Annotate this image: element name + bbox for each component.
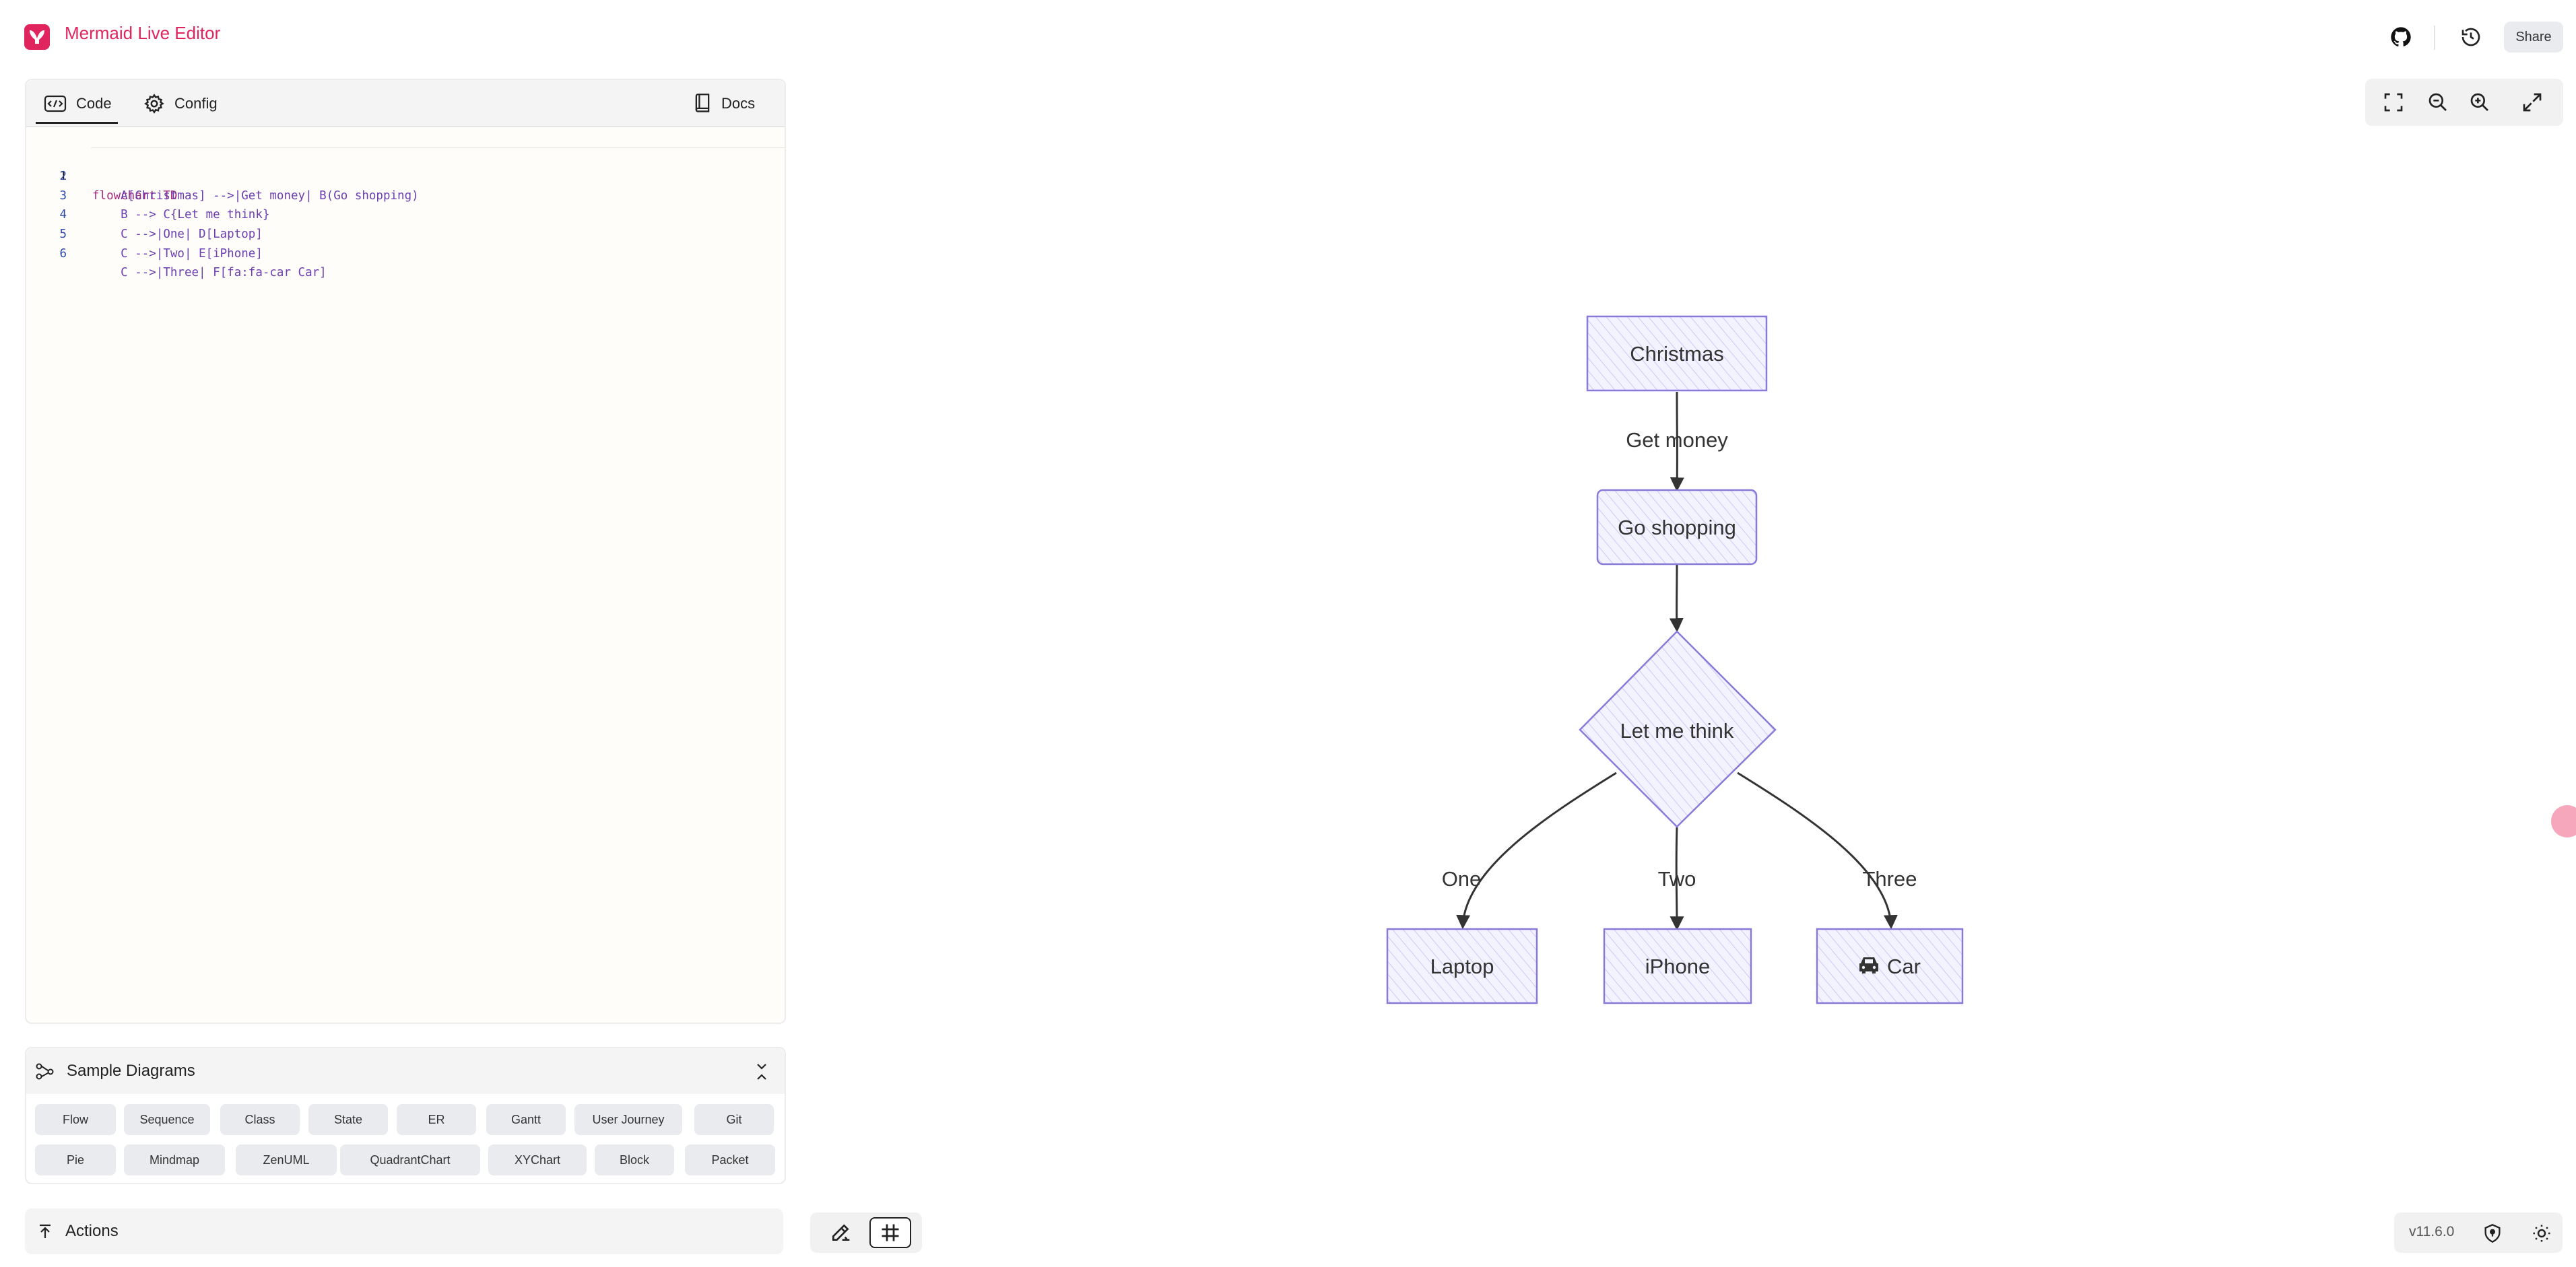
node-go-shopping-label: Go shopping: [1618, 516, 1736, 539]
sample-diagrams-header[interactable]: Sample Diagrams: [26, 1048, 785, 1094]
app-title[interactable]: Mermaid Live Editor: [65, 23, 221, 43]
sample-xychart-button[interactable]: XYChart: [488, 1144, 587, 1175]
view-toolbar: [2365, 79, 2563, 126]
code-line: 1 flowchart TD: [26, 129, 785, 203]
edge-letmethink-car: [1737, 772, 1898, 930]
car-icon: [1859, 957, 1878, 973]
node-laptop-label: Laptop: [1430, 955, 1494, 978]
sample-diagrams-title: Sample Diagrams: [67, 1062, 195, 1080]
hand-drawn-toggle[interactable]: [820, 1217, 861, 1248]
github-icon[interactable]: [2384, 20, 2418, 54]
tab-config[interactable]: Config: [143, 92, 218, 115]
line-number: 5: [59, 227, 67, 241]
code-text: C -->|One| D[Laptop]: [92, 227, 263, 241]
editor-tab-bar: Code Config Docs: [26, 80, 785, 127]
fit-screen-icon[interactable]: [2381, 90, 2406, 114]
history-icon[interactable]: [2454, 20, 2488, 54]
code-icon: [44, 95, 67, 112]
diagram-icon: [36, 1063, 54, 1080]
line-number: 2: [59, 170, 67, 184]
sample-mindmap-button[interactable]: Mindmap: [124, 1144, 225, 1175]
sample-class-button[interactable]: Class: [220, 1104, 300, 1135]
code-line: 6 C -->|Three| F[fa:fa-car Car]: [26, 225, 785, 280]
sample-sequence-button[interactable]: Sequence: [124, 1104, 210, 1135]
version-label: v11.6.0: [2409, 1224, 2455, 1239]
actions-panel[interactable]: Actions: [25, 1208, 783, 1254]
pencil-ruler-icon: [832, 1224, 850, 1241]
node-christmas-label: Christmas: [1630, 342, 1724, 366]
expand-up-icon: [40, 1224, 51, 1238]
edge-label-three: Three: [1863, 867, 1917, 891]
code-line: 3 B --> C{Let me think}: [26, 167, 785, 222]
editor-panel: Code Config Docs 1 flowchart TD 2 A[Chri…: [25, 79, 786, 1024]
edge-label-get-money: Get money: [1626, 428, 1728, 452]
node-car-label: Car: [1887, 955, 1921, 978]
zoom-in-icon[interactable]: [2468, 90, 2492, 114]
code-text: C -->|Two| E[iPhone]: [92, 246, 263, 261]
sample-user-journey-button[interactable]: User Journey: [574, 1104, 682, 1135]
code-line: 2 A[Christmas] -->|Get money| B(Go shopp…: [26, 148, 785, 203]
sample-packet-button[interactable]: Packet: [685, 1144, 775, 1175]
docs-label: Docs: [721, 95, 756, 112]
node-christmas[interactable]: Christmas: [1586, 315, 1768, 392]
book-icon: [695, 94, 710, 112]
tab-code[interactable]: Code: [44, 92, 112, 115]
sample-diagrams-panel: Sample Diagrams Flow Sequence Class Stat…: [25, 1047, 786, 1184]
app-header: Mermaid Live Editor Share: [0, 0, 2576, 74]
side-panel-handle[interactable]: [2551, 805, 2576, 837]
code-text: C -->|Three| F[fa:fa-car Car]: [92, 266, 327, 280]
sample-gantt-button[interactable]: Gantt: [486, 1104, 566, 1135]
node-let-me-think-label: Let me think: [1620, 719, 1734, 743]
code-text: A[Christmas] -->|Get money| B(Go shoppin…: [92, 189, 419, 203]
expand-icon[interactable]: [2520, 90, 2544, 114]
status-toolbar: v11.6.0: [2394, 1212, 2563, 1253]
edge-letmethink-iphone: [1670, 826, 1684, 931]
node-iphone[interactable]: iPhone: [1603, 928, 1752, 1004]
sample-block-button[interactable]: Block: [595, 1144, 674, 1175]
docs-link[interactable]: Docs: [693, 92, 755, 115]
sample-pie-button[interactable]: Pie: [35, 1144, 116, 1175]
edge-label-one: One: [1442, 867, 1482, 891]
grid-icon: [882, 1224, 899, 1241]
render-mode-toolbar: [810, 1212, 922, 1253]
tab-config-label: Config: [174, 95, 218, 112]
active-tab-indicator: [36, 122, 118, 124]
zoom-out-icon[interactable]: [2426, 90, 2450, 114]
sample-zenuml-button[interactable]: ZenUML: [236, 1144, 337, 1175]
code-line: 5 C -->|Two| E[iPhone]: [26, 205, 785, 261]
grid-toggle[interactable]: [869, 1217, 911, 1248]
sample-quadrantchart-button[interactable]: QuadrantChart: [340, 1144, 480, 1175]
sample-flow-button[interactable]: Flow: [35, 1104, 116, 1135]
line-number: 4: [59, 208, 67, 222]
node-laptop[interactable]: Laptop: [1386, 928, 1538, 1004]
active-line-highlight: [91, 129, 785, 148]
mermaid-logo-icon[interactable]: [24, 24, 50, 50]
sample-git-button[interactable]: Git: [694, 1104, 774, 1135]
edge-letmethink-laptop: [1456, 772, 1617, 930]
collapse-icon[interactable]: [754, 1062, 770, 1082]
line-number: 1: [59, 170, 67, 184]
tab-code-label: Code: [76, 95, 112, 112]
code-text: flowchart TD: [92, 189, 178, 203]
node-iphone-label: iPhone: [1645, 955, 1711, 978]
sun-icon[interactable]: [2532, 1223, 2552, 1243]
sample-state-button[interactable]: State: [308, 1104, 388, 1135]
header-divider: [2434, 26, 2435, 50]
node-let-me-think[interactable]: Let me think: [1579, 630, 1777, 828]
line-number: 3: [59, 189, 67, 203]
share-button[interactable]: Share: [2504, 22, 2563, 53]
node-car[interactable]: Car: [1816, 928, 1964, 1004]
code-text: B --> C{Let me think}: [92, 208, 270, 222]
node-go-shopping[interactable]: Go shopping: [1596, 489, 1758, 566]
code-editor[interactable]: 1 flowchart TD 2 A[Christmas] -->|Get mo…: [26, 129, 785, 280]
actions-title: Actions: [65, 1222, 119, 1240]
code-line: 4 C -->|One| D[Laptop]: [26, 186, 785, 241]
shield-icon[interactable]: [2483, 1223, 2502, 1243]
sample-er-button[interactable]: ER: [397, 1104, 476, 1135]
line-number: 6: [59, 246, 67, 261]
gear-icon: [144, 94, 164, 114]
edge-label-two: Two: [1658, 867, 1696, 891]
